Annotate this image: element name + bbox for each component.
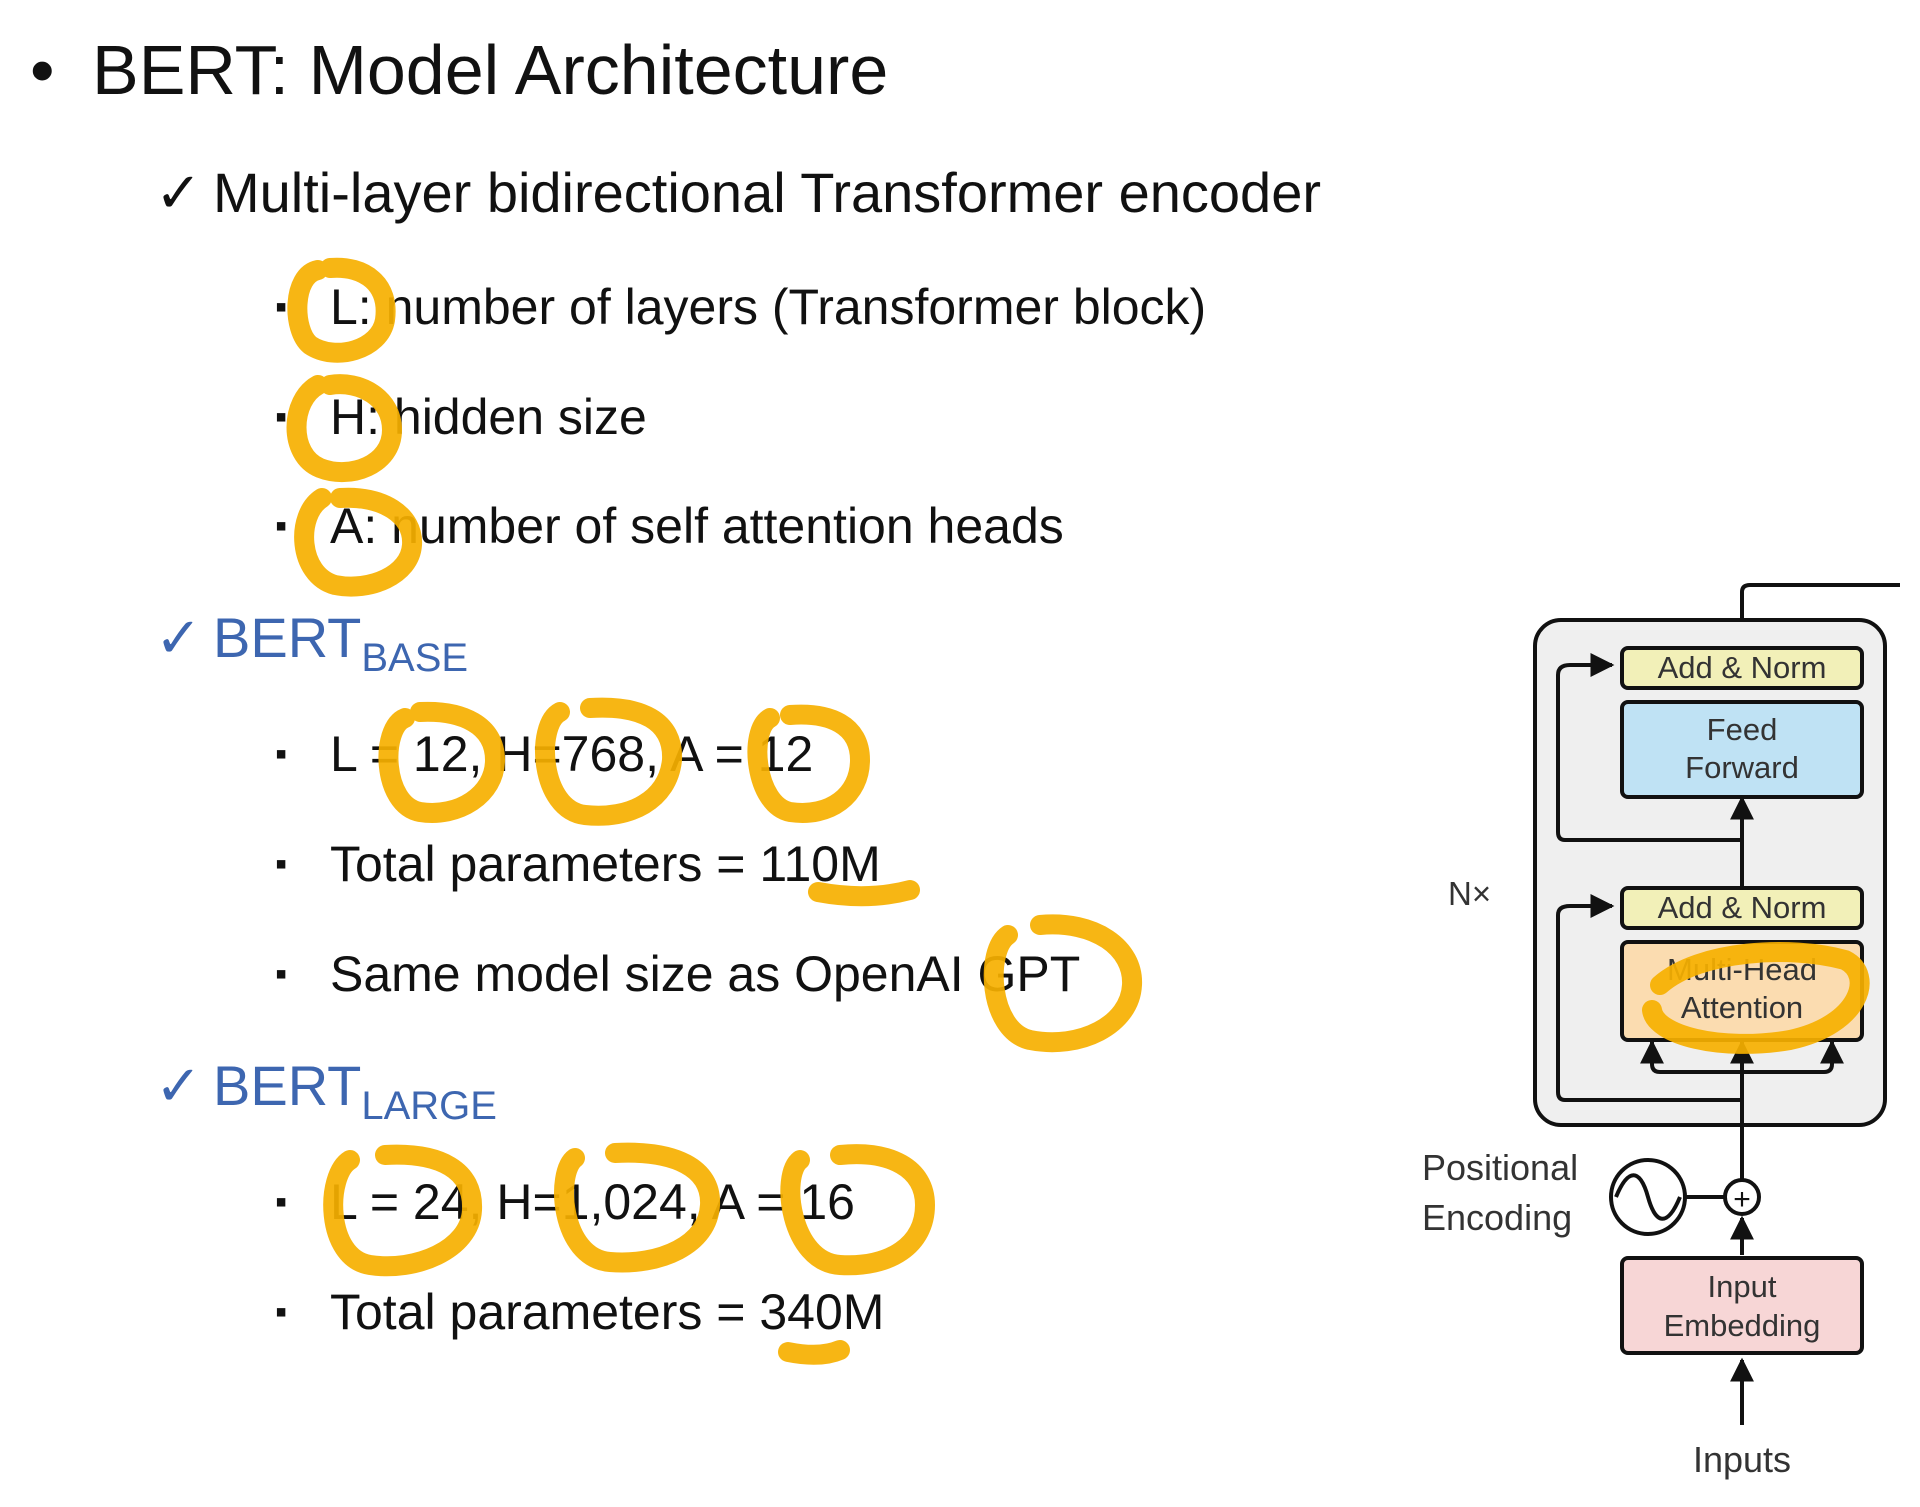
input-embedding-label-line1: Input (1708, 1269, 1777, 1304)
add-norm-box-bottom (1620, 886, 1864, 930)
sine-wave-icon (1609, 1158, 1687, 1236)
bert-large-heading: ✓BERTLARGE (155, 1053, 497, 1128)
check-icon: ✓ (155, 161, 202, 224)
item-text: Total parameters = 340M (330, 1284, 885, 1340)
item-text: Same model size as OpenAI GPT (330, 946, 1081, 1002)
feed-forward-label-line1: Feed (1707, 712, 1778, 747)
residual-connection-bottom (1556, 894, 1742, 1102)
item-text: L: number of layers (Transformer block) (330, 279, 1207, 335)
square-bullet-icon: ▪ (275, 1293, 288, 1331)
bert-base-subscript: BASE (361, 636, 469, 680)
bert-large-name: BERT (213, 1054, 362, 1117)
list-item: ▪ A: number of self attention heads (275, 497, 1064, 555)
square-bullet-icon: ▪ (275, 955, 288, 993)
point-multilayer-text: Multi-layer bidirectional Transformer en… (213, 161, 1321, 224)
feed-forward-label-line2: Forward (1685, 750, 1799, 785)
square-bullet-icon: ▪ (275, 288, 288, 326)
multi-head-attention-label-line2: Attention (1681, 990, 1803, 1025)
annotation-underline-340m (778, 1340, 850, 1365)
flow-arrow-key (1742, 1039, 1844, 1074)
feed-forward-box (1620, 700, 1864, 799)
nx-label: N× (1448, 875, 1491, 912)
add-norm-label-bottom: Add & Norm (1658, 890, 1827, 925)
item-text: A: number of self attention heads (330, 498, 1064, 554)
encoder-block (1533, 618, 1887, 1127)
list-item: ▪ Total parameters = 110M (275, 835, 881, 893)
item-text: Total parameters = 110M (330, 836, 881, 892)
check-icon: ✓ (155, 1054, 202, 1117)
title-text: BERT: Model Architecture (92, 31, 889, 109)
title-bullet: • (30, 31, 55, 109)
list-item: ▪ H: hidden size (275, 388, 647, 446)
list-item: ▪ Same model size as OpenAI GPT (275, 945, 1080, 1003)
square-bullet-icon: ▪ (275, 398, 288, 436)
list-item: ▪ Total parameters = 340M (275, 1283, 884, 1341)
bert-base-name: BERT (213, 606, 362, 669)
inputs-label: Inputs (1693, 1439, 1791, 1480)
input-embedding-label-line2: Embedding (1664, 1308, 1821, 1343)
list-item: ▪ L = 12, H=768, A = 12 (275, 725, 813, 783)
multi-head-attention-label-line1: Multi-Head (1667, 952, 1817, 987)
item-text: H: hidden size (330, 389, 647, 445)
positional-encoding-label-line1: Positional (1422, 1147, 1578, 1188)
annotation-scribble-attention (1642, 942, 1870, 1054)
square-bullet-icon: ▪ (275, 507, 288, 545)
square-bullet-icon: ▪ (275, 1183, 288, 1221)
output-line (1740, 583, 1900, 650)
bert-large-subscript: LARGE (361, 1084, 497, 1128)
residual-connection-top (1556, 653, 1742, 842)
add-norm-box-top (1620, 646, 1864, 690)
square-bullet-icon: ▪ (275, 735, 288, 773)
bert-base-heading: ✓BERTBASE (155, 605, 468, 680)
list-item: ▪ L: number of layers (Transformer block) (275, 278, 1206, 336)
item-text: L = 24, H=1,024, A = 16 (330, 1174, 855, 1230)
add-norm-label-top: Add & Norm (1658, 650, 1827, 685)
add-operator-symbol: + (1733, 1183, 1751, 1216)
point-multilayer: ✓Multi-layer bidirectional Transformer e… (155, 160, 1321, 226)
add-operator-icon (1723, 1178, 1761, 1216)
square-bullet-icon: ▪ (275, 845, 288, 883)
item-text: L = 12, H=768, A = 12 (330, 726, 814, 782)
list-item: ▪ L = 24, H=1,024, A = 16 (275, 1173, 855, 1231)
input-embedding-box (1620, 1256, 1864, 1355)
flow-arrow-query (1640, 1039, 1742, 1074)
check-icon: ✓ (155, 606, 202, 669)
slide-title: • BERT: Model Architecture (30, 30, 888, 110)
multi-head-attention-box (1620, 940, 1864, 1042)
positional-encoding-label-line2: Encoding (1422, 1197, 1572, 1238)
